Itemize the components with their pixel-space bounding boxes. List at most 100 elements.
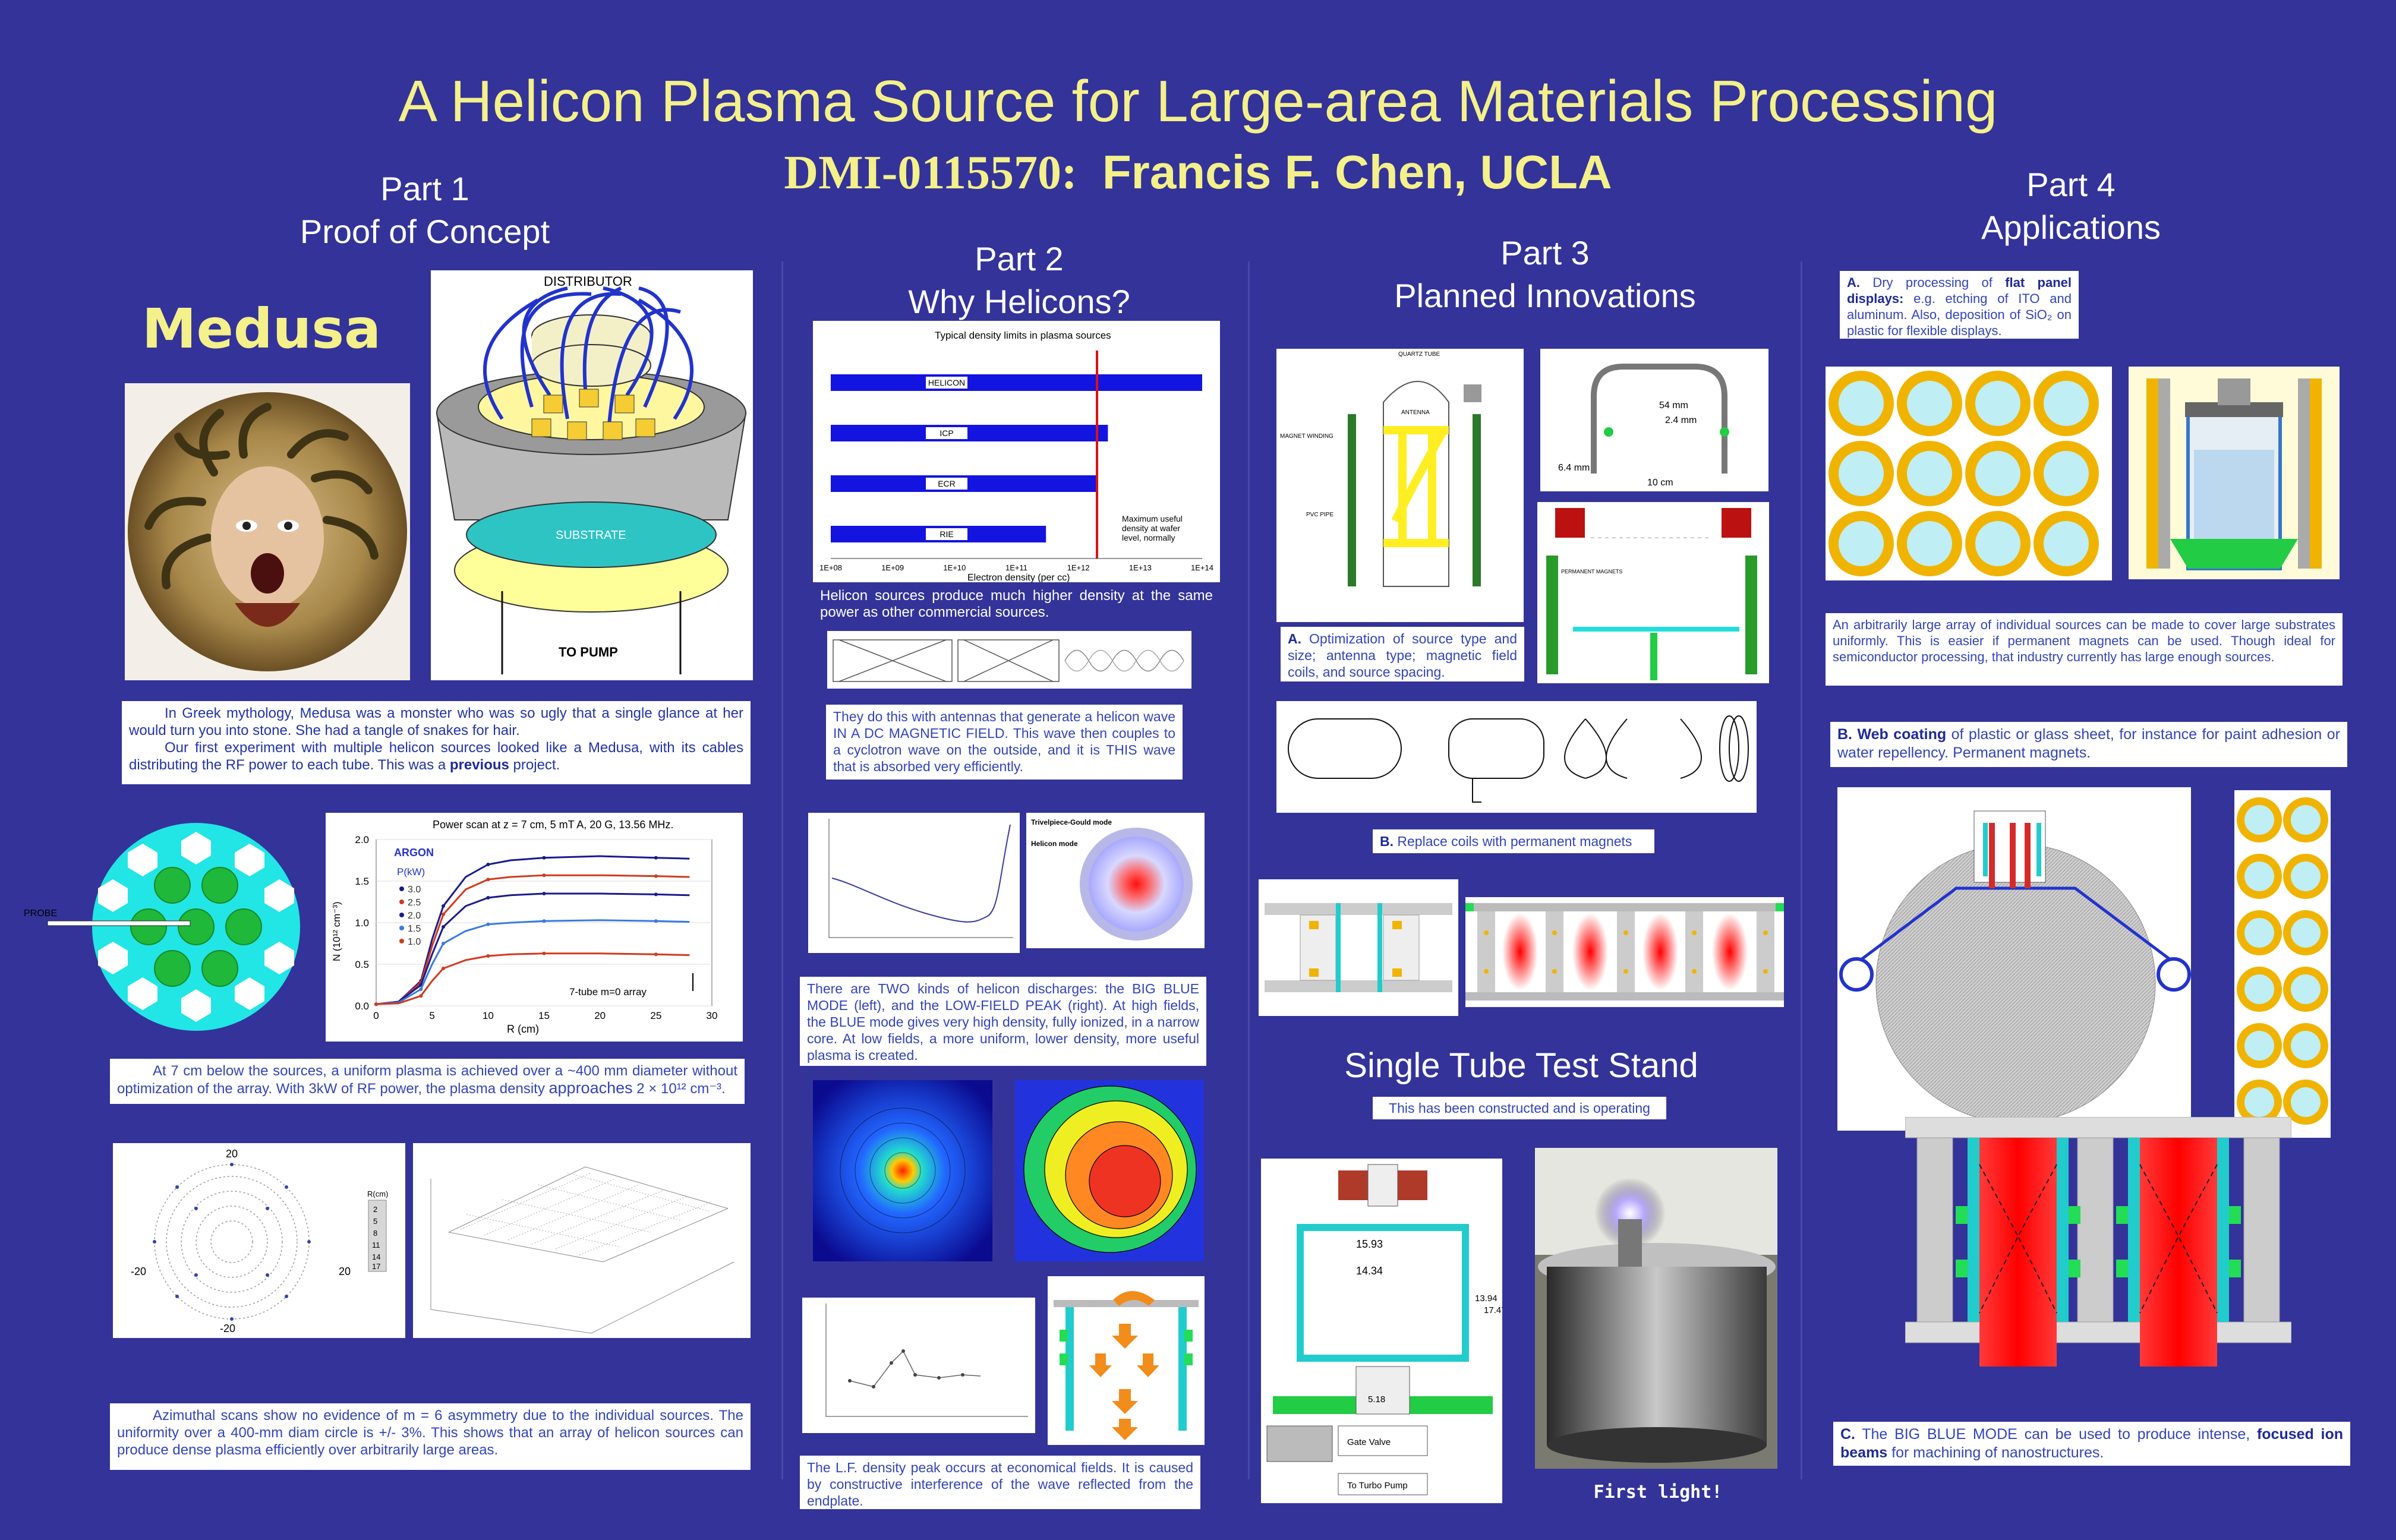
caption-a-marker: A. xyxy=(1288,631,1301,646)
stand-h3: 5.18 xyxy=(1368,1394,1385,1405)
part2-number: Part 2 xyxy=(975,240,1064,277)
density-bar-label: ICP xyxy=(940,428,953,438)
scan-point xyxy=(542,892,546,895)
polar-tick-bottom: -20 xyxy=(220,1323,235,1334)
scan-point xyxy=(542,873,546,878)
polar-legend-item: 14 xyxy=(372,1252,380,1261)
poster-subtitle: DMI-0115570: Francis F. Chen, UCLA xyxy=(0,143,2396,203)
density-limits-chart: Typical density limits in plasma sources… xyxy=(813,321,1220,582)
density-annotation: Maximum useful density at wafer level, n… xyxy=(1122,514,1185,542)
caption-text: Our first experiment with multiple helic… xyxy=(129,740,743,773)
scan-series-line xyxy=(376,855,690,1005)
polar-tick-left: -20 xyxy=(131,1266,146,1277)
gate-valve-label: Gate Valve xyxy=(1347,1437,1391,1447)
array-source-core xyxy=(2291,861,2321,891)
poster-title: A Helicon Plasma Source for Large-area M… xyxy=(398,68,1998,134)
scan-ylabel: N (10¹² cm⁻³) xyxy=(331,901,342,961)
part2-title: Why Helicons? xyxy=(908,283,1130,320)
cap-a-bold: flat panel displays: xyxy=(1847,275,2072,306)
polar-tick-top: 20 xyxy=(226,1148,238,1160)
part1-title: Proof of Concept xyxy=(300,213,550,250)
medusa-painting xyxy=(125,383,410,680)
scan-y-tick: 2.0 xyxy=(355,834,369,845)
scan-series-line xyxy=(376,892,690,1005)
test-stand-title: Single Tube Test Stand xyxy=(1344,1046,1698,1085)
low-field-peak-image xyxy=(1015,1080,1204,1261)
caption-text-end: project. xyxy=(509,757,560,773)
scan-point xyxy=(442,942,445,945)
author-name: Francis F. Chen, UCLA xyxy=(1102,146,1612,198)
mode-label-helicon: Helicon mode xyxy=(1031,840,1078,848)
scan-legend-label: 2.0 xyxy=(408,911,421,921)
density-bar-label-bg xyxy=(926,478,967,490)
helicon-density-caption: Helicon sources produce much higher dens… xyxy=(820,588,1213,620)
grant-number: DMI-0115570: xyxy=(784,147,1077,199)
scan-point xyxy=(442,913,445,916)
density-bar-label: RIE xyxy=(940,529,953,539)
density-bar-label-bg xyxy=(926,427,967,439)
small-source-diagram: 54 mm 2.4 mm 6.4 mm 10 cm xyxy=(1540,349,1768,491)
part3-title: Planned Innovations xyxy=(1394,277,1696,314)
turbo-pump-label: To Turbo Pump xyxy=(1347,1481,1408,1491)
cap-c-bold: focused ion beams xyxy=(1840,1426,2343,1461)
permanent-magnets-diagram: PERMANENT MAGNETS xyxy=(1537,502,1769,683)
density-bar-label-bg xyxy=(926,377,967,389)
array-source-core xyxy=(2291,918,2321,948)
magnet-source-cross-section xyxy=(1259,879,1458,1016)
helicon-wave-diagram xyxy=(827,631,1191,689)
scan-x-tick: 5 xyxy=(429,1010,434,1021)
dim-2-4mm: 2.4 mm xyxy=(1665,415,1697,425)
magnet-array-plasma xyxy=(1465,897,1784,1007)
stand-w2: 14.34 xyxy=(1356,1265,1383,1277)
part3-heading: Part 3 Planned Innovations xyxy=(1355,232,1735,317)
big-blue-mode-image xyxy=(813,1080,992,1261)
array-source-core xyxy=(2244,1031,2274,1061)
scan-x-tick: 15 xyxy=(538,1010,550,1021)
divider-1 xyxy=(781,261,783,1479)
scan-point xyxy=(654,919,658,923)
polar-tick-right: 20 xyxy=(339,1266,351,1277)
medusa-title: Medusa xyxy=(141,297,382,361)
scan-point xyxy=(486,922,490,926)
scan-point xyxy=(654,952,658,957)
scan-legend-marker xyxy=(399,939,404,943)
medusa-caption: In Greek mythology, Medusa was a monster… xyxy=(122,701,751,784)
polar-legend-item: 17 xyxy=(372,1262,380,1271)
scan-point xyxy=(374,1002,378,1006)
scan-legend-marker xyxy=(399,913,404,917)
polar-legend-item: 5 xyxy=(373,1217,377,1226)
scan-point xyxy=(486,896,490,900)
caption2-approaches: approaches xyxy=(548,1079,633,1097)
part3-caption-b: B. Replace coils with permanent magnets xyxy=(1373,829,1654,853)
ion-beam-diagram xyxy=(1905,1116,2292,1367)
test-stand-caption: This has been constructed and is operati… xyxy=(1373,1097,1666,1119)
cap-c-text-end: for machining of nanostructures. xyxy=(1887,1444,2104,1461)
source-array-caption: An arbitrarily large array of individual… xyxy=(1826,613,2343,686)
scan-point xyxy=(486,863,490,866)
scan-xlabel: R (cm) xyxy=(507,1023,539,1035)
source-cross-section xyxy=(2129,367,2340,579)
scan-y-tick: 1.5 xyxy=(355,876,369,887)
part3-caption-a: A. Optimization of source type and size;… xyxy=(1281,627,1524,681)
probe-label: PROBE xyxy=(24,908,57,919)
cap-c-text: The BIG BLUE MODE can be used to produce… xyxy=(1855,1426,2257,1443)
perm-magnets-label: PERMANENT MAGNETS xyxy=(1561,569,1622,575)
array-source-core xyxy=(2291,974,2321,1004)
source-array-grid xyxy=(1826,367,2112,580)
part3-number: Part 3 xyxy=(1500,234,1590,272)
scan-y-tick: 0.0 xyxy=(355,1001,369,1012)
array-source-core xyxy=(1975,521,2020,566)
dim-10cm: 10 cm xyxy=(1647,478,1673,488)
density-chart-title: Typical density limits in plasma sources xyxy=(935,330,1111,341)
array-source-core xyxy=(2044,451,2089,496)
array-source-core xyxy=(2291,1031,2321,1061)
array-source-core xyxy=(2244,918,2274,948)
array-source-core xyxy=(1907,521,1952,566)
cap-c-marker: C. xyxy=(1840,1426,1855,1443)
part2-heading: Part 2 Why Helicons? xyxy=(826,238,1212,323)
mode-diagram: Trivelpiece-Gould mode Helicon mode xyxy=(1026,813,1205,948)
scan-gas-label: ARGON xyxy=(394,847,434,859)
linear-source-array xyxy=(2234,790,2331,1138)
